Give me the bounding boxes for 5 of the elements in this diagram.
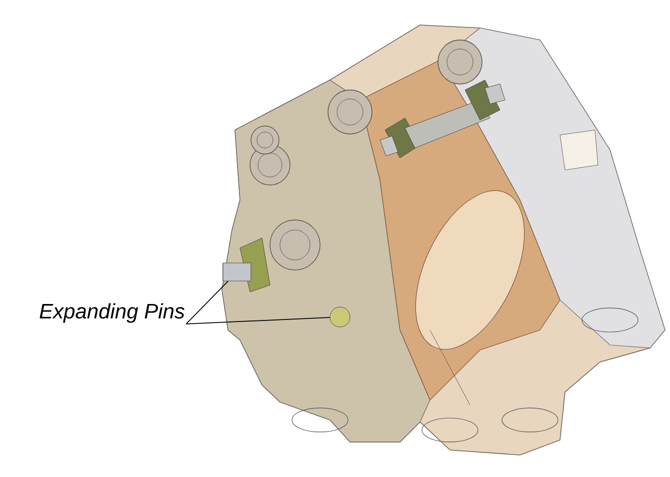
pin bbox=[222, 262, 252, 282]
leader-line bbox=[186, 317, 330, 324]
leader-line bbox=[186, 280, 228, 324]
callout-label: Expanding Pins bbox=[40, 303, 184, 323]
pin bbox=[330, 306, 350, 328]
